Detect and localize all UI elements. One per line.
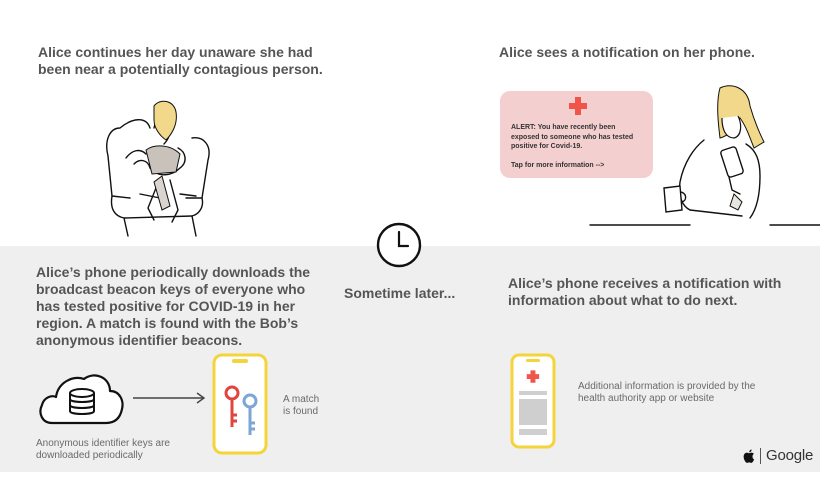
phone-keys-icon [212, 353, 268, 455]
top-left-heading: Alice continues her day unaware she had … [38, 44, 323, 77]
alice-phone-illustration [589, 85, 820, 226]
alert-title: ALERT: You have recently been exposed to… [511, 124, 634, 150]
red-cross-icon [569, 97, 587, 115]
alice-sitting-illustration [106, 100, 210, 237]
apple-google-logo: Google [742, 447, 813, 464]
cloud-caption: Anonymous identifier keys are downloaded… [36, 438, 170, 461]
cloud-database-icon [39, 374, 124, 425]
apple-logo-icon [743, 449, 755, 463]
logo-divider [760, 447, 761, 464]
top-right-heading: Alice sees a notification on her phone. [499, 44, 755, 60]
bottom-left-heading: Alice’s phone periodically downloads the… [36, 264, 311, 348]
bottom-right-heading: Alice’s phone receives a notification wi… [508, 275, 782, 308]
lower-band [0, 246, 820, 472]
google-wordmark: Google [766, 447, 814, 464]
match-caption: A match is found [283, 394, 320, 417]
clock-icon [376, 222, 422, 268]
red-key-icon [224, 385, 240, 427]
alert-text: ALERT: You have recently been exposed to… [511, 123, 643, 170]
phone-info-icon [510, 353, 556, 449]
bottom-right-caption: Additional information is provided by th… [578, 381, 756, 404]
blue-key-icon [242, 393, 258, 435]
download-arrow-icon [133, 392, 206, 404]
alert-cta[interactable]: Tap for more information --> [511, 161, 605, 169]
sometime-later-label: Sometime later... [344, 285, 456, 301]
